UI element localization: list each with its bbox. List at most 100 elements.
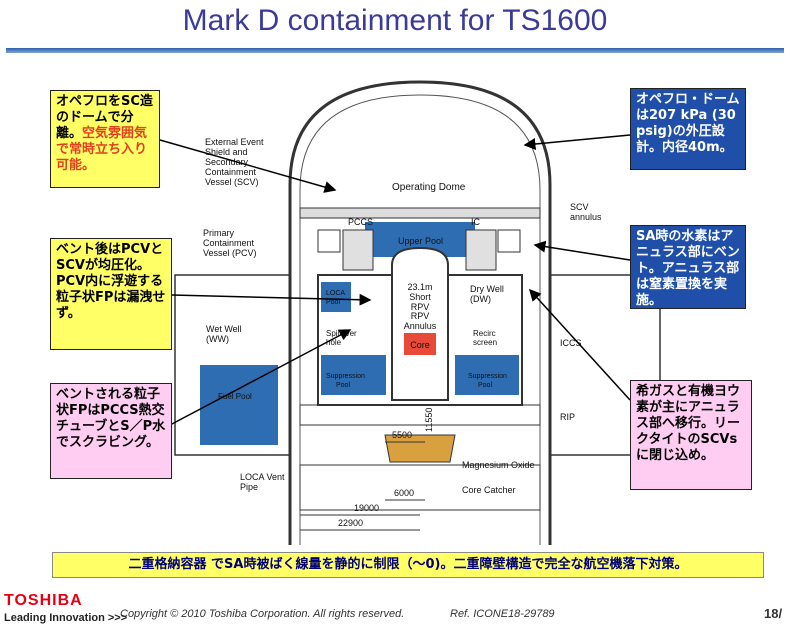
arrow-left3 bbox=[169, 329, 352, 426]
pccs-label: PCCS bbox=[348, 217, 373, 227]
external-event-l5: Vessel (SCV) bbox=[205, 177, 259, 187]
reactor-building-left bbox=[174, 274, 291, 456]
dim-19000-label: 19000 bbox=[354, 503, 379, 513]
operating-dome-label: Operating Dome bbox=[392, 182, 466, 193]
lower-foundation bbox=[299, 464, 541, 511]
dim-6000-label: 6000 bbox=[394, 488, 414, 498]
arrow-left2 bbox=[171, 293, 372, 306]
fuel-pool-label: Fuel Pool bbox=[218, 392, 252, 401]
toshiba-logo: TOSHIBA bbox=[4, 592, 83, 609]
callout-pcv-scv-text: ベント後はPCVとSCVが均圧化。PCV内に浮遊する粒子状FPは漏洩せず。 bbox=[56, 242, 166, 321]
suppression-pool-right bbox=[455, 355, 519, 395]
callout-hydrogen-text: SA時の水素はアニュラス部にベント。アニュラス部は窒素置換を実施。 bbox=[636, 229, 740, 308]
callout-pcv-scv-equalize: ベント後はPCVとSCVが均圧化。PCV内に浮遊する粒子状FPは漏洩せず。 bbox=[50, 238, 172, 350]
iccs-label: ICCS bbox=[560, 338, 582, 348]
callout-noble-gas-text: 希ガスと有機ヨウ素が主にアニュラス部へ移行。リークタイトのSCVsに閉じ込め。 bbox=[636, 384, 741, 463]
loca-pool-l1: LOCA bbox=[326, 290, 345, 297]
arrow-right3 bbox=[528, 288, 631, 401]
tagline: Leading Innovation >>> bbox=[4, 612, 128, 624]
svg-text:Dry Well(DW): Dry Well(DW) bbox=[470, 284, 504, 304]
rpv-height-l3: RPV bbox=[411, 302, 430, 312]
svg-text:Wet Well(WW): Wet Well(WW) bbox=[206, 324, 242, 344]
reactor-building-right bbox=[549, 274, 661, 456]
rpv-annulus-l1: RPV bbox=[411, 311, 430, 321]
rpv-vessel bbox=[391, 246, 449, 401]
rpv-annulus-l2: Annulus bbox=[404, 321, 437, 331]
suppression-left-l2: Pool bbox=[336, 382, 350, 389]
recirc-l1: Recirc bbox=[473, 329, 496, 338]
pcv-label-l3: Vessel (PCV) bbox=[203, 248, 257, 258]
external-event-l3: Secondary bbox=[205, 157, 249, 167]
copyright: Copyright © 2010 Toshiba Corporation. Al… bbox=[120, 608, 405, 620]
external-event-l4: Containment bbox=[205, 167, 257, 177]
callout-operating-floor-emphasis: 空気雰囲気で常時立ち入り可能。 bbox=[56, 126, 148, 173]
upper-pool-label: Upper Pool bbox=[398, 236, 443, 246]
callout-noble-gas: 希ガスと有機ヨウ素が主にアニュラス部へ移行。リークタイトのSCVsに閉じ込め。 bbox=[630, 380, 752, 490]
pcv-label-l2: Containment bbox=[203, 238, 255, 248]
callout-operating-floor-text: オペフロをSC造のドームで分離。 bbox=[56, 94, 153, 141]
reference: Ref. ICONE18-29789 bbox=[450, 608, 555, 620]
page-number: 18/ bbox=[764, 606, 783, 621]
rpv-height-l1: 23.1m bbox=[407, 282, 432, 292]
callout-dome-design: オペフロ・ドームは207 kPa (30 psig)の外圧設計。内径40m。 bbox=[630, 88, 746, 170]
title-underline bbox=[6, 48, 784, 53]
external-event-l1: External Event bbox=[205, 137, 264, 147]
rip-label: RIP bbox=[560, 412, 575, 422]
wet-well-l2: (WW) bbox=[206, 334, 229, 344]
left-upper-box bbox=[317, 229, 341, 253]
suppression-right-l2: Pool bbox=[478, 382, 492, 389]
arrow-right2 bbox=[533, 240, 631, 261]
pccs-box bbox=[342, 229, 374, 271]
core-box bbox=[404, 333, 436, 355]
recirc-l2: screen bbox=[473, 338, 497, 347]
wet-well-l1: Wet Well bbox=[206, 324, 242, 334]
spillover-l2: hole bbox=[326, 338, 342, 347]
loca-pool-water bbox=[321, 282, 351, 312]
ic-label: IC bbox=[471, 217, 481, 227]
loca-vent-l1: LOCA Vent bbox=[240, 472, 285, 482]
dim-22900-label: 22900 bbox=[338, 518, 363, 528]
scv-annulus-l1: SCV bbox=[570, 202, 589, 212]
dry-well-l2: (DW) bbox=[470, 294, 491, 304]
magnesium-label: Magnesium Oxide bbox=[462, 460, 535, 470]
bottom-summary: 二重格納容器 でSA時被ばく線量を静的に制限（～0)。二重障壁構造で完全な航空機… bbox=[52, 552, 764, 578]
rpv-height-l2: Short bbox=[409, 292, 431, 302]
pcv-label-l1: Primary bbox=[203, 228, 234, 238]
arrow-left1 bbox=[159, 139, 337, 193]
external-event-l2: Shield and bbox=[205, 147, 248, 157]
operating-floor bbox=[299, 207, 541, 219]
basemat bbox=[299, 404, 541, 426]
right-upper-box bbox=[497, 229, 521, 253]
loca-pool-l2: Pool bbox=[326, 299, 340, 306]
suppression-pool-left bbox=[321, 355, 386, 395]
core-catcher-label: Core Catcher bbox=[462, 485, 516, 495]
callout-scrubbing: ベントされる粒子状FPはPCCS熱交チューブとS／P水でスクラビング。 bbox=[50, 383, 172, 479]
callout-scrubbing-text: ベントされる粒子状FPはPCCS熱交チューブとS／P水でスクラビング。 bbox=[56, 387, 166, 450]
arrow-right1 bbox=[523, 134, 631, 150]
loca-vent-l2: Pipe bbox=[240, 482, 258, 492]
dim-5500-label: 5500 bbox=[392, 430, 412, 440]
dim-11550-label: 11550 bbox=[424, 408, 434, 432]
callout-dome-design-text: オペフロ・ドームは207 kPa (30 psig)の外圧設計。内径40m。 bbox=[636, 92, 740, 155]
scv-annulus-l2: annulus bbox=[570, 212, 602, 222]
scv-outer-dome bbox=[288, 80, 552, 545]
suppression-left-l1: Suppression bbox=[326, 373, 365, 380]
fuel-pool-water bbox=[200, 365, 278, 445]
callout-operating-floor: オペフロをSC造のドームで分離。空気雰囲気で常時立ち入り可能。 bbox=[50, 90, 160, 188]
spillover-l1: Spillover bbox=[326, 329, 357, 338]
core-label: Core bbox=[410, 340, 430, 350]
callout-hydrogen-vent: SA時の水素はアニュラス部にベント。アニュラス部は窒素置換を実施。 bbox=[630, 225, 746, 309]
suppression-right-l1: Suppression bbox=[468, 373, 507, 380]
ic-box bbox=[465, 229, 497, 271]
